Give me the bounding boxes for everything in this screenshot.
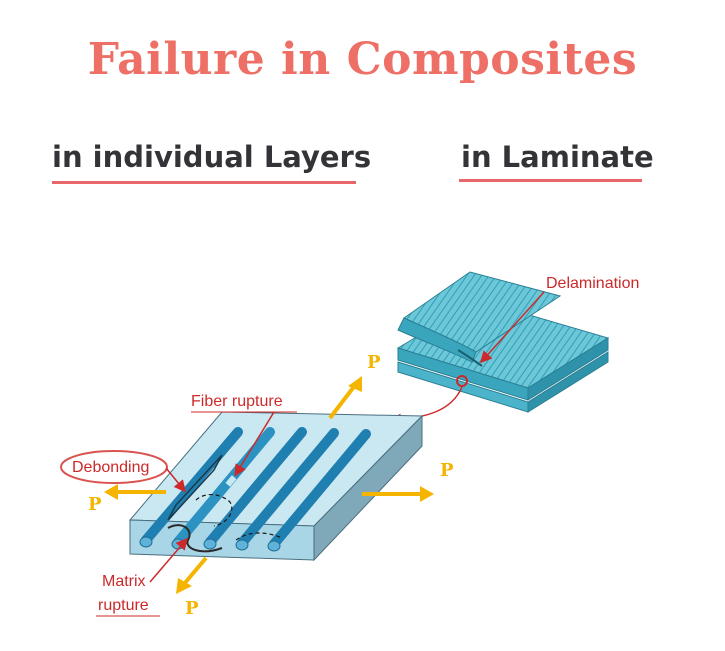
delamination-marker [456, 375, 468, 387]
label-delamination: Delamination [546, 275, 639, 292]
load-arrow-top [328, 376, 362, 420]
subheading-laminate: in Laminate [461, 140, 654, 174]
zoom-pointer [389, 386, 463, 426]
label-debonding: Debonding [72, 459, 149, 476]
matrix-rupture-pointer [149, 537, 188, 583]
matrix-crack [167, 524, 223, 553]
laminate-plate [396, 271, 610, 413]
underline-laminate [459, 179, 642, 182]
fibers [141, 427, 371, 549]
underline-individual-layers [52, 181, 356, 184]
load-label-right: P [440, 460, 454, 481]
debonding-outline [167, 454, 223, 521]
label-fiber-rupture: Fiber rupture [191, 393, 283, 410]
fiber-rupture-gap [225, 475, 237, 487]
label-matrix-line2: rupture [98, 597, 149, 614]
subheading-individual-layers: in individual Layers [52, 140, 372, 174]
debonding-pointer [165, 467, 186, 493]
load-arrow-left [104, 484, 166, 500]
delamination-pointer [479, 291, 545, 364]
fiber-rupture-pointer [234, 411, 275, 477]
label-matrix-line1: Matrix [102, 573, 146, 590]
debonding-ellipse [60, 450, 168, 484]
page-title: Failure in Composites [87, 34, 638, 85]
crack-dashed-2 [235, 532, 283, 541]
load-label-bottom: P [185, 598, 199, 619]
load-label-top: P [367, 352, 381, 373]
load-label-left: P [88, 494, 102, 515]
crack-dashed [195, 494, 233, 527]
load-arrow-right [362, 486, 434, 502]
load-arrow-bottom [176, 556, 208, 594]
